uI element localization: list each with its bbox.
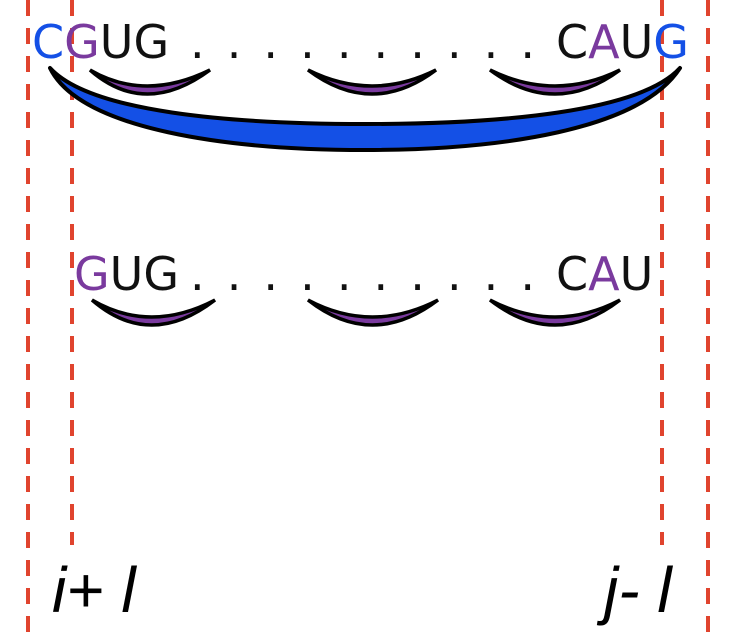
base-row2.right-1: A — [588, 247, 620, 301]
base-row1.right-3: G — [653, 15, 689, 69]
base-row2.left-2: G — [143, 247, 179, 301]
base-row2.right-2: U — [620, 247, 654, 301]
row2-inner-arcs — [90, 298, 622, 327]
base-row1.left-1: G — [64, 15, 100, 69]
base-row2.left-1: U — [110, 247, 144, 301]
row2-right-bases: CAU — [556, 247, 653, 301]
row1-arc-middle — [306, 68, 438, 96]
base-row2.right-0: C — [556, 247, 588, 301]
base-row1.right-2: U — [620, 15, 654, 69]
base-row1.left-3: G — [133, 15, 169, 69]
row2-arc-right — [488, 298, 622, 327]
row2-arc-middle — [306, 298, 440, 327]
row1-right-bases: CAUG — [556, 15, 689, 69]
row1-arc-left — [88, 68, 212, 96]
base-row1.left-0: C — [32, 15, 64, 69]
label-i-plus-1: i+ l — [52, 554, 137, 626]
row1-sequence: CGUG . . . . . . . . . . CAUG — [32, 15, 689, 69]
row2-arc-left — [90, 298, 217, 327]
outer-pair-arc — [48, 66, 682, 152]
row1-left-bases: CGUG — [32, 15, 169, 69]
base-row1.right-0: C — [556, 15, 588, 69]
row2-left-bases: GUG — [74, 247, 179, 301]
row1-arc-right — [488, 68, 622, 96]
row2-dots: . . . . . . . . . . — [190, 247, 535, 301]
base-row1.right-1: A — [588, 15, 620, 69]
label-j-minus-1: j- l — [596, 554, 673, 626]
base-row1.left-2: U — [100, 15, 134, 69]
row1-dots: . . . . . . . . . . — [190, 15, 535, 69]
row2-sequence: GUG . . . . . . . . . . CAU — [74, 247, 653, 301]
row1-inner-arcs — [88, 68, 622, 96]
base-row2.left-0: G — [74, 247, 110, 301]
